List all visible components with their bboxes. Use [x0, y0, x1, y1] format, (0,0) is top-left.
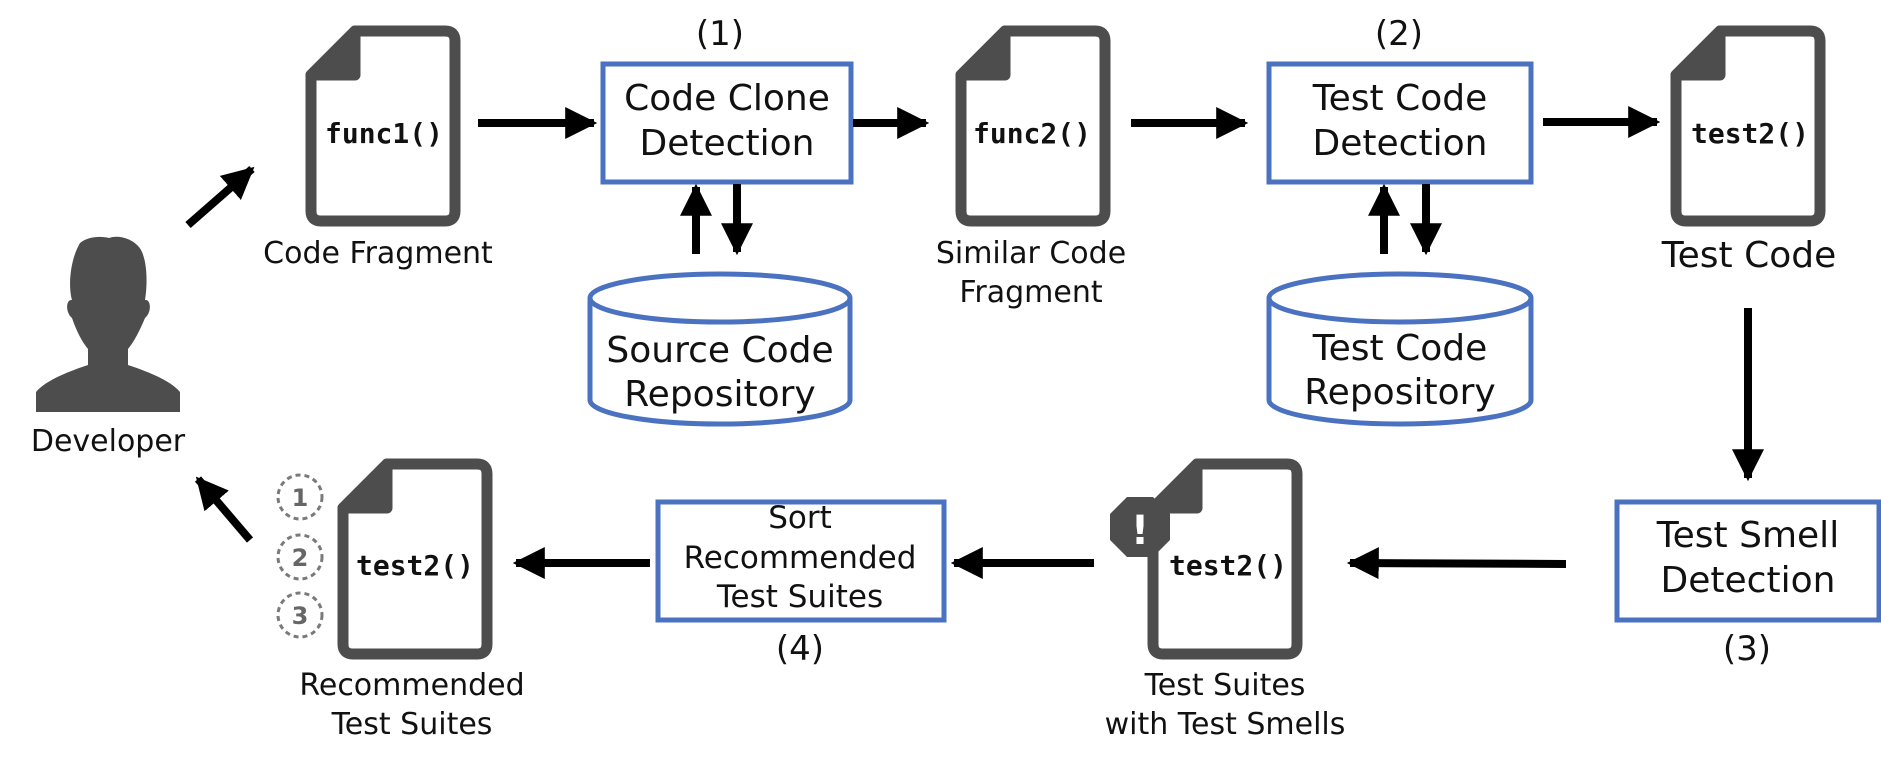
test-code-repository: Test Code Repository [1266, 271, 1534, 427]
test-code-caption: Test Code [1661, 235, 1837, 276]
svg-text:2: 2 [292, 544, 309, 572]
process-box [655, 499, 947, 623]
doc-test-code: test2() Test Code [1661, 31, 1837, 276]
doc-recommended-suites: test2() 1 2 3 Recommended Test Suites [276, 464, 525, 742]
step-1-line1: Code Clone [624, 78, 830, 119]
step-4-number: (4) [776, 629, 824, 669]
developer-label: Developer [31, 424, 186, 459]
step-sort-recommended: Sort Recommended Test Suites (4) [655, 499, 947, 669]
person-icon [36, 236, 180, 412]
step-test-smell-detection: Test Smell Detection (3) [1614, 499, 1881, 669]
func2-code: func2() [973, 117, 1091, 150]
process-box [1614, 499, 1881, 623]
svg-text:!: ! [1131, 508, 1149, 554]
step-4-line1: Sort [768, 500, 832, 536]
step-4-line2: Recommended [684, 540, 917, 576]
step-1-line2: Detection [640, 123, 815, 164]
rank-badge-3: 3 [276, 591, 324, 639]
similar-code-caption-line1: Similar Code [936, 236, 1126, 271]
warning-octagon-icon: ! [1110, 497, 1170, 557]
smelly-caption-line1: Test Suites [1144, 668, 1306, 703]
smelly-caption-line2: with Test Smells [1105, 707, 1346, 742]
source-repo-line2: Repository [624, 374, 815, 415]
step-2-number: (2) [1375, 14, 1423, 54]
database-cylinder [1266, 298, 1534, 427]
process-box [1266, 61, 1534, 185]
developer-node: Developer [31, 236, 186, 459]
func1-code: func1() [325, 117, 443, 150]
step-4-line3: Test Suites [716, 579, 883, 615]
arrow-recommended-to-developer [194, 476, 254, 543]
doc-smelly-suites: test2() ! Test Suites with Test Smells [1105, 464, 1346, 742]
step-2-line1: Test Code [1312, 78, 1488, 119]
arrow-smell-to-smelly-suites [1346, 547, 1567, 580]
svg-text:3: 3 [292, 602, 309, 630]
step-3-line2: Detection [1661, 560, 1836, 601]
step-1-number: (1) [696, 14, 744, 54]
step-3-line1: Test Smell [1656, 515, 1839, 556]
similar-code-caption-line2: Fragment [959, 275, 1103, 310]
rank-badge-2: 2 [276, 533, 324, 581]
doc-func1: func1() Code Fragment [263, 31, 493, 271]
arrow-developer-to-func1 [185, 165, 255, 229]
flow-arrows [185, 106, 1764, 580]
step-2-line2: Detection [1313, 123, 1488, 164]
recommended-code: test2() [356, 549, 474, 582]
step-3-number: (3) [1723, 629, 1771, 669]
doc-func2: func2() Similar Code Fragment [936, 31, 1126, 310]
recommended-caption-line1: Recommended [299, 668, 524, 703]
process-box [600, 61, 854, 185]
smelly-code: test2() [1169, 549, 1287, 582]
test-repo-line1: Test Code [1312, 328, 1488, 369]
database-cylinder [587, 298, 853, 427]
rank-badge-1: 1 [276, 473, 324, 521]
svg-text:1: 1 [292, 484, 309, 512]
step-test-code-detection: (2) Test Code Detection [1266, 14, 1534, 185]
test-code-code: test2() [1691, 117, 1809, 150]
source-code-repository: Source Code Repository [587, 271, 853, 427]
step-code-clone-detection: (1) Code Clone Detection [600, 14, 854, 185]
test-repo-line2: Repository [1304, 372, 1495, 413]
recommended-caption-line2: Test Suites [331, 707, 493, 742]
source-repo-line1: Source Code [606, 330, 833, 371]
code-fragment-caption: Code Fragment [263, 236, 493, 271]
